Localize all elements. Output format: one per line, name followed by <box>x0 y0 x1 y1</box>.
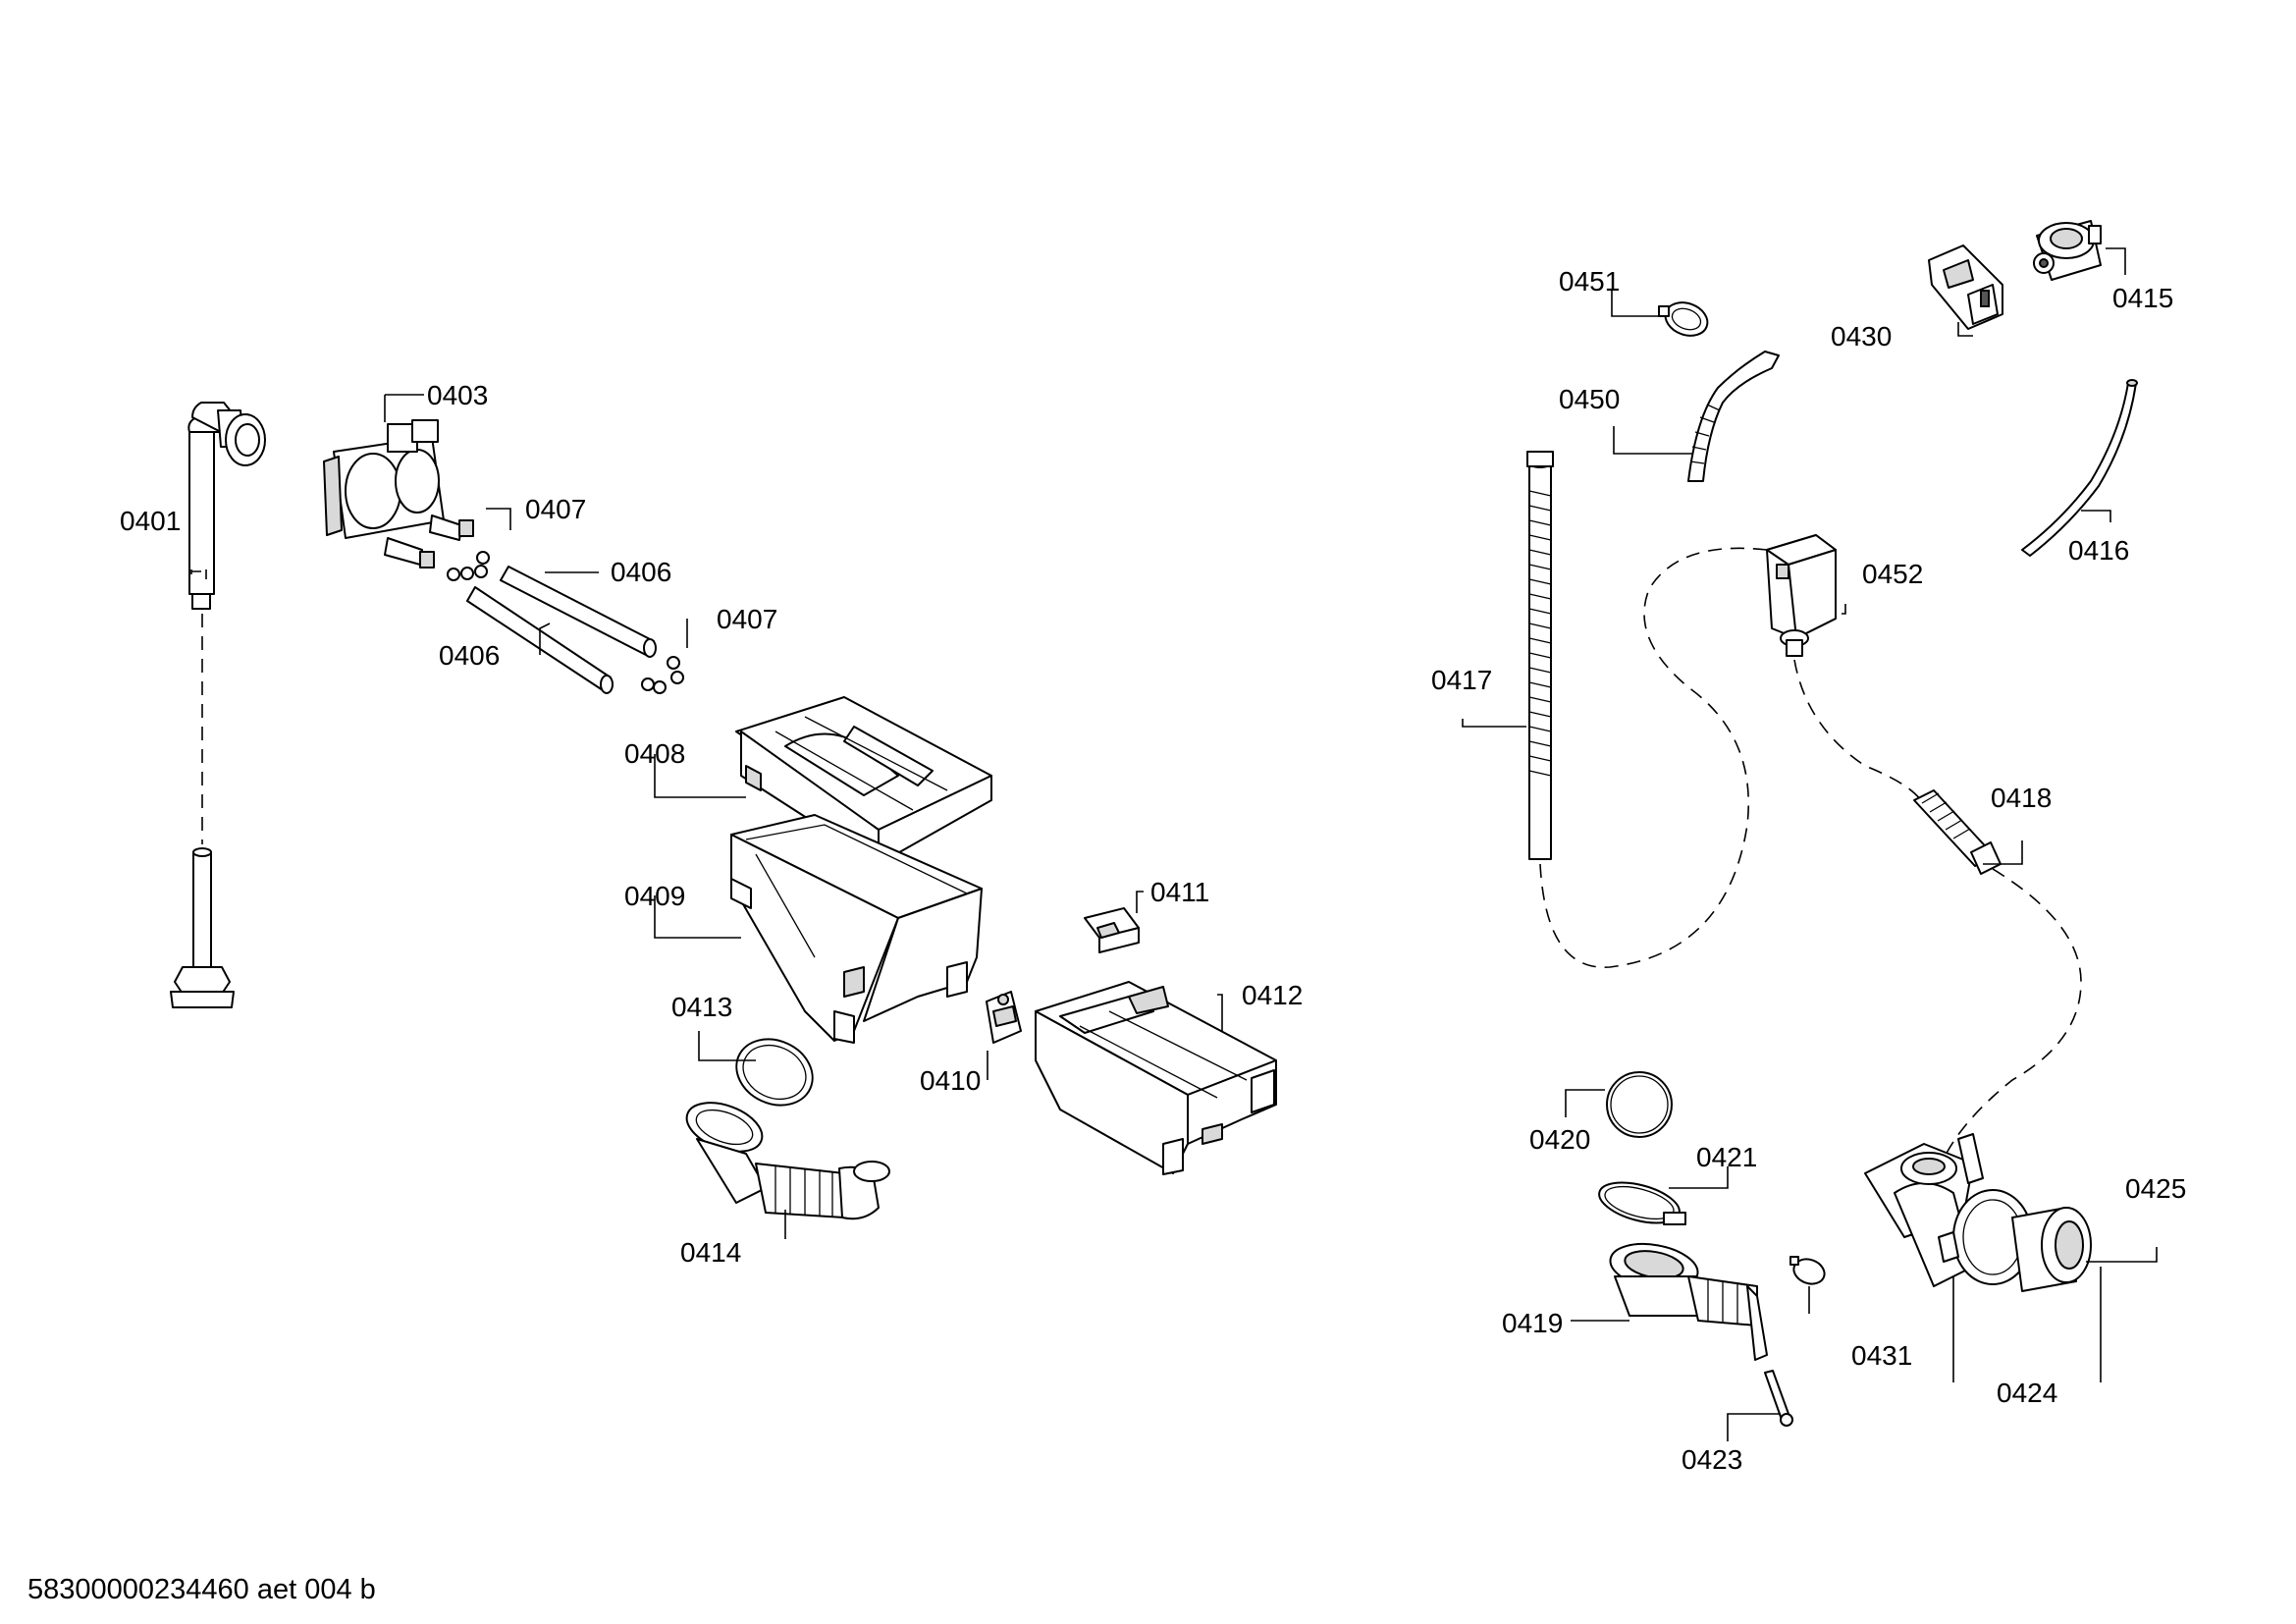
label-0411: 0411 <box>1150 877 1209 907</box>
label-0414: 0414 <box>680 1237 741 1268</box>
part-labels: 0401 0403 0407 0406 0407 0406 0408 0409 … <box>120 266 2186 1475</box>
part-0413-seal <box>735 1038 814 1107</box>
label-0417: 0417 <box>1431 665 1492 695</box>
part-0419-sump-hose <box>1609 1242 1768 1361</box>
label-0407-top: 0407 <box>525 494 586 524</box>
label-0430: 0430 <box>1831 321 1892 352</box>
label-0419: 0419 <box>1502 1308 1563 1338</box>
label-0401: 0401 <box>120 506 181 536</box>
label-0403: 0403 <box>427 380 488 410</box>
part-0415-pressure-switch <box>2033 220 2102 281</box>
label-0420: 0420 <box>1529 1124 1590 1155</box>
part-0403-valve <box>323 419 474 568</box>
label-0450: 0450 <box>1559 384 1620 414</box>
label-0408: 0408 <box>624 738 685 769</box>
label-0406-bottom: 0406 <box>439 640 500 671</box>
label-0409: 0409 <box>624 881 685 911</box>
part-0430-bracket <box>1928 244 2003 330</box>
part-0401-inlet-hose <box>170 402 266 1008</box>
label-0423: 0423 <box>1682 1444 1742 1475</box>
part-0450-small-hose <box>1687 351 1780 482</box>
part-0418-hose-piece <box>1913 789 2082 1160</box>
part-0407-clamps <box>447 551 684 694</box>
leader-lines <box>190 247 2158 1441</box>
label-0425: 0425 <box>2125 1173 2186 1204</box>
part-0452-chamber <box>1766 534 1925 806</box>
part-0421-clamp-ring <box>1598 1181 1686 1225</box>
label-0406-top: 0406 <box>611 557 671 587</box>
label-0415: 0415 <box>2112 283 2173 313</box>
part-0420-ring <box>1606 1071 1673 1138</box>
part-0416-thin-tube <box>2021 379 2138 557</box>
label-0424: 0424 <box>1997 1378 2057 1408</box>
part-0424-drain-pump <box>1864 1133 2092 1292</box>
label-0407-bottom: 0407 <box>717 604 777 634</box>
label-0421: 0421 <box>1696 1142 1757 1172</box>
label-0412: 0412 <box>1242 980 1303 1010</box>
label-0416: 0416 <box>2068 535 2129 566</box>
label-0410: 0410 <box>920 1065 981 1096</box>
label-0431: 0431 <box>1851 1340 1912 1371</box>
label-0452: 0452 <box>1862 559 1923 589</box>
part-0414-bellows <box>685 1102 890 1220</box>
part-0431-clamp <box>1789 1256 1826 1285</box>
part-0411-flap <box>1084 907 1140 953</box>
drawing-number: 58300000234460 aet 004 b <box>27 1574 376 1605</box>
part-0406-tubes <box>466 566 657 694</box>
part-0423-pin <box>1764 1370 1793 1427</box>
label-0418: 0418 <box>1991 783 2052 813</box>
part-0409-tray <box>730 814 983 1044</box>
part-0417-long-hose <box>1526 451 1768 968</box>
part-0410-clip <box>986 991 1022 1044</box>
part-0451-clamp <box>1658 301 1709 337</box>
label-0413: 0413 <box>671 992 732 1022</box>
part-0412-drawer <box>1035 981 1277 1175</box>
label-0451: 0451 <box>1559 266 1620 297</box>
